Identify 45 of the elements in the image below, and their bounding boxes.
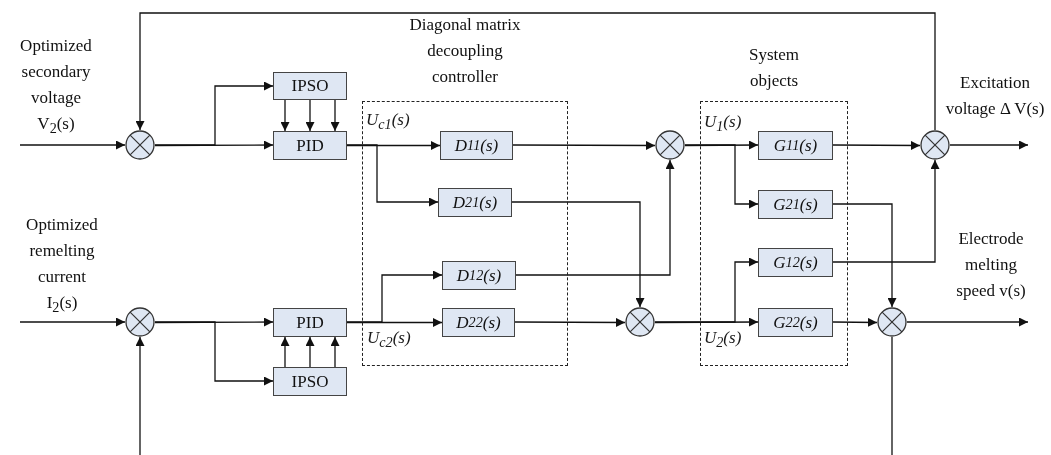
controller-block: PID <box>273 131 347 160</box>
arrow <box>832 140 921 150</box>
arrow <box>512 140 656 150</box>
summing-junction <box>625 307 655 337</box>
controller-block: PID <box>273 308 347 337</box>
controller-block: IPSO <box>273 72 347 100</box>
line <box>891 336 893 455</box>
arrow <box>654 317 759 327</box>
arrow <box>832 203 897 308</box>
arrow <box>684 144 759 209</box>
signal-label: U$_{c1}$(s) <box>366 110 410 134</box>
arrow <box>949 140 1029 150</box>
summing-junction <box>125 307 155 337</box>
summing-junction <box>655 130 685 160</box>
arrow <box>19 317 126 327</box>
arrow <box>346 318 443 327</box>
arrow <box>346 270 443 323</box>
group-title: System objects <box>747 44 801 92</box>
arrow <box>515 159 675 276</box>
group-title: Diagonal matrix decoupling controller <box>408 14 522 88</box>
arrow <box>330 336 340 368</box>
arrow <box>832 317 878 327</box>
summing-junction <box>125 130 155 160</box>
arrow <box>154 81 274 146</box>
arrow <box>906 317 1029 327</box>
arrow <box>511 201 645 308</box>
arrow <box>280 336 290 368</box>
arrow <box>305 99 315 132</box>
arrow <box>135 12 936 131</box>
signal-label: U$_{1}$(s) <box>704 112 742 136</box>
arrow <box>330 99 340 132</box>
signal-label: U$_{2}$(s) <box>704 328 742 352</box>
signal-label: U$_{c2}$(s) <box>367 328 411 352</box>
arrow <box>346 144 439 207</box>
arrow <box>154 321 274 386</box>
arrow <box>19 140 126 150</box>
arrow <box>654 257 759 323</box>
arrow <box>832 159 940 263</box>
summing-junction <box>877 307 907 337</box>
arrow <box>280 99 290 132</box>
arrow <box>135 336 145 455</box>
arrow <box>305 336 315 368</box>
arrow <box>514 317 626 327</box>
summing-junction <box>920 130 950 160</box>
controller-block: IPSO <box>273 367 347 396</box>
